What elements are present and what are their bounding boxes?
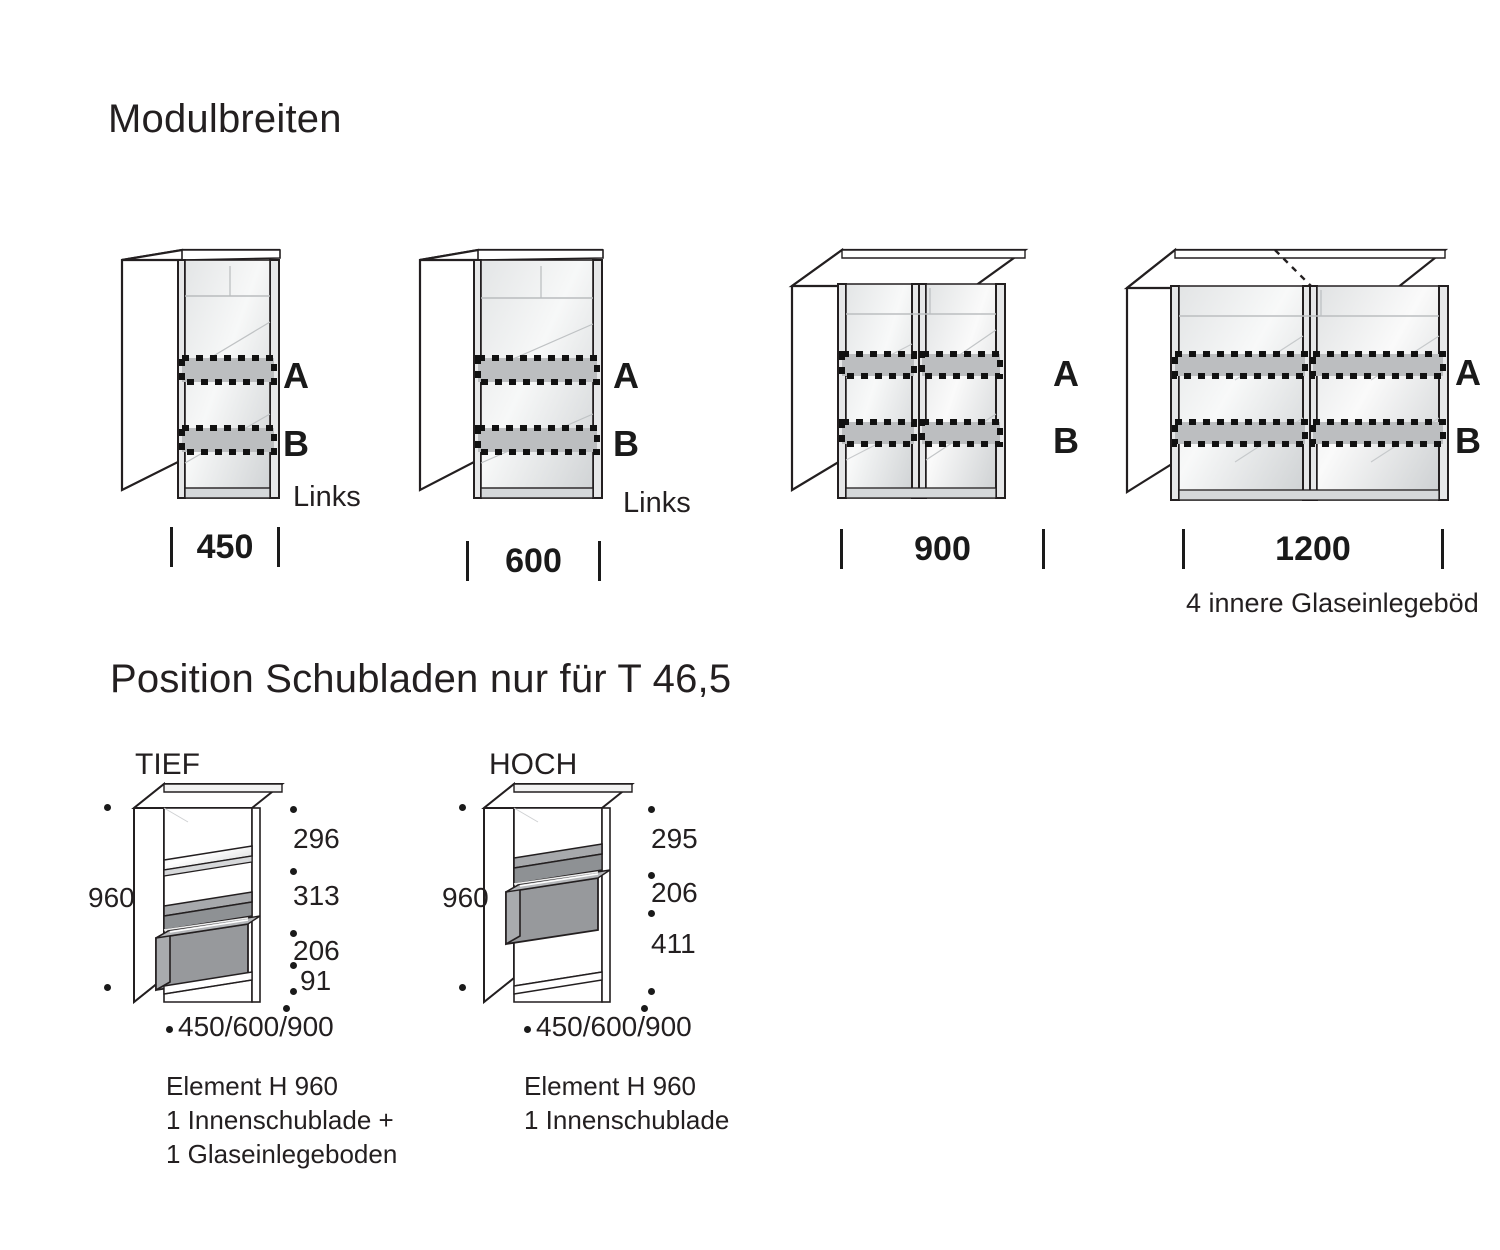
cabinet-600-illustration: [418, 248, 604, 499]
variant-tief-width-label: 450/600/900: [178, 1011, 334, 1042]
module-1200-shelf-b-label: B: [1455, 420, 1481, 461]
dim-tick-left: [466, 541, 469, 581]
module-600-width-value: 600: [505, 541, 562, 580]
cabinet-900-illustration: [788, 247, 1029, 499]
variant-tief-illustration: [131, 781, 285, 1005]
hoch-dim-dot: [648, 872, 655, 879]
tief-dim-dot: [290, 868, 297, 875]
hoch-dim-dot: [524, 1026, 531, 1033]
dim-tick-right: [1041, 529, 1045, 569]
variant-hoch-height-label: 960: [442, 882, 489, 913]
tief-dim-dot: [290, 930, 297, 937]
module-900-width-dimension: 900: [840, 526, 1045, 572]
module-450-hinge-note: Links: [293, 481, 361, 513]
variant-hoch-width-label: 450/600/900: [536, 1011, 692, 1042]
module-600-shelf-a-label: A: [613, 355, 639, 396]
tief-dim-dot: [290, 962, 297, 969]
tief-dim-dot: [104, 804, 111, 811]
module-1200-footnote: 4 innere Glaseinlegeböd: [1186, 588, 1479, 618]
module-450-shelf-a-label: A: [283, 355, 309, 396]
dim-tick-right: [1440, 529, 1444, 569]
variant-hoch-title: HOCH: [489, 748, 578, 781]
variant-hoch-illustration: [481, 781, 635, 1005]
module-1200-width-dimension: 1200: [1182, 526, 1444, 572]
module-450-width-dimension: 450: [170, 524, 280, 570]
hoch-dim-dot: [648, 910, 655, 917]
tief-dim-dot: [166, 1026, 173, 1033]
variant-tief-segment-296: 296: [293, 823, 340, 854]
variant-tief-segment-206: 206: [293, 935, 340, 966]
module-450-width-value: 450: [196, 527, 254, 566]
variant-tief-title: TIEF: [135, 748, 200, 781]
cabinet-450-illustration: [120, 248, 281, 499]
tief-dim-dot: [104, 984, 111, 991]
cabinet-1200-illustration: [1123, 247, 1449, 501]
hoch-dim-dot: [641, 1005, 648, 1012]
hoch-dim-dot: [648, 988, 655, 995]
hoch-dim-dot: [648, 806, 655, 813]
variant-hoch-segment-206: 206: [651, 877, 698, 908]
module-600-shelf-b-label: B: [613, 423, 639, 464]
dim-tick-right: [597, 541, 601, 581]
variant-hoch-segment-295: 295: [651, 823, 698, 854]
dim-tick-left: [170, 527, 173, 567]
module-900-shelf-a-label: A: [1053, 353, 1079, 394]
tief-dim-dot: [290, 806, 297, 813]
variant-tief-segment-91: 91: [300, 965, 332, 996]
dim-tick-left: [1182, 529, 1185, 569]
module-450-shelf-b-label: B: [283, 423, 309, 464]
variant-tief-segment-313: 313: [293, 880, 340, 911]
module-600-width-dimension: 600: [466, 538, 601, 584]
module-600-hinge-note: Links: [623, 487, 691, 519]
variant-hoch-segment-411: 411: [651, 928, 696, 959]
dim-tick-right: [276, 527, 280, 567]
tief-dim-dot: [290, 988, 297, 995]
dim-tick-left: [840, 529, 843, 569]
module-900-shelf-b-label: B: [1053, 420, 1079, 461]
hoch-dim-dot: [459, 804, 466, 811]
variant-tief-height-label: 960: [88, 882, 135, 913]
page-title-position-schubladen: Position Schubladen nur für T 46,5: [110, 657, 732, 701]
hoch-dim-dot: [459, 984, 466, 991]
module-1200-shelf-a-label: A: [1455, 352, 1481, 393]
module-1200-width-value: 1200: [1275, 529, 1351, 568]
variant-hoch-caption: Element H 960 1 Innenschublade: [524, 1071, 730, 1135]
tief-dim-dot: [283, 1005, 290, 1012]
module-900-width-value: 900: [914, 529, 971, 568]
page-title-modulbreiten: Modulbreiten: [108, 97, 342, 141]
variant-tief-caption: Element H 960 1 Innenschublade + 1 Glase…: [166, 1071, 398, 1169]
